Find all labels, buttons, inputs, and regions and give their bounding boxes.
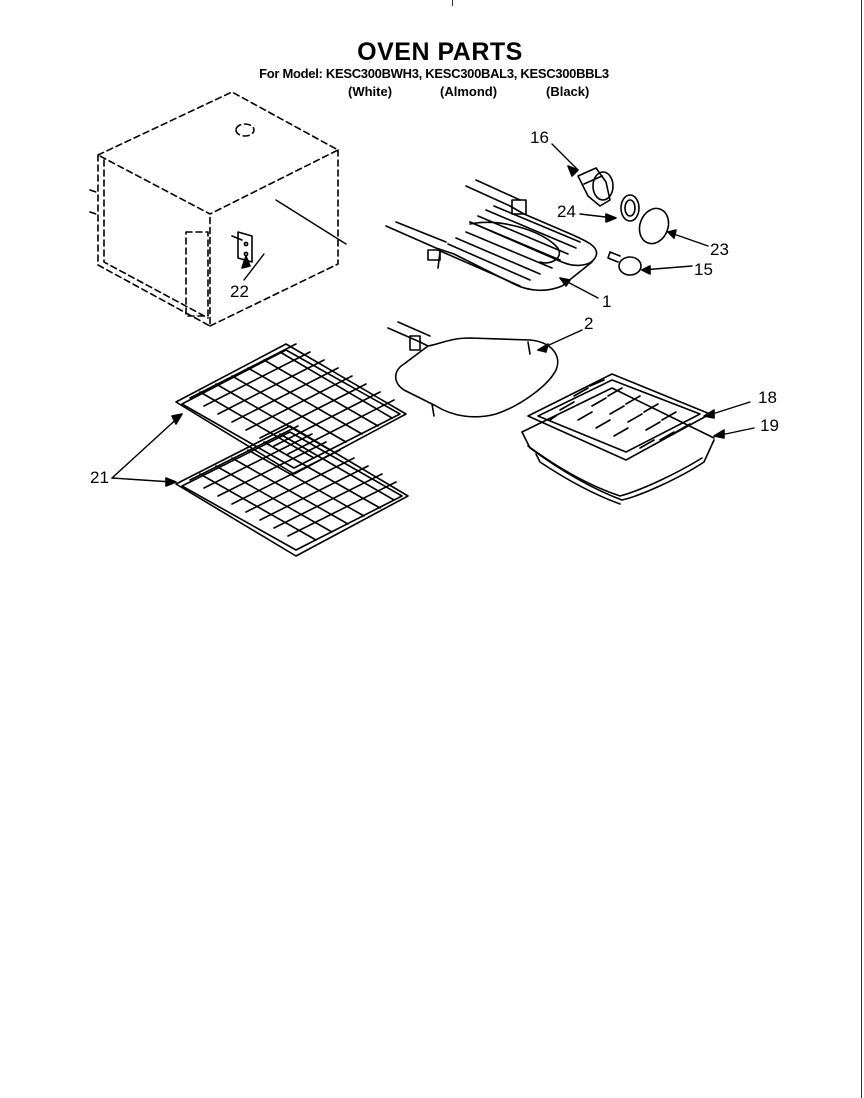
callout-18: 18 — [758, 388, 777, 407]
broil-element — [465, 179, 598, 267]
bake-element — [385, 221, 593, 292]
finish-black: (Black) — [546, 84, 590, 99]
callout-24: 24 — [557, 202, 576, 221]
callout-1: 1 — [602, 292, 612, 311]
light-gasket — [620, 194, 640, 222]
light-socket — [577, 167, 614, 207]
finish-white: (White) — [348, 84, 393, 99]
callout-15: 15 — [694, 260, 713, 279]
callout-21: 21 — [90, 468, 109, 487]
oven-cavity — [89, 91, 339, 327]
callout-2: 2 — [584, 314, 594, 333]
callout-22: 22 — [230, 282, 249, 301]
oven-rack-upper — [175, 343, 407, 475]
light-bulb — [607, 251, 642, 276]
page-border — [861, 0, 862, 1098]
model-list: For Model: KESC300BWH3, KESC300BAL3, KES… — [259, 66, 609, 81]
broiler-grid — [527, 373, 711, 461]
callout-16: 16 — [530, 128, 549, 147]
callout-19: 19 — [760, 416, 779, 435]
callout-23: 23 — [710, 240, 729, 259]
rack-support — [231, 231, 253, 263]
broiler-pan — [521, 387, 715, 505]
light-lens — [638, 207, 670, 245]
finish-almond: (Almond) — [440, 84, 498, 99]
page-title: OVEN PARTS — [357, 38, 523, 66]
registration-mark — [452, 0, 453, 6]
bake-loop — [387, 321, 559, 418]
oven-rack-lower — [175, 425, 409, 557]
